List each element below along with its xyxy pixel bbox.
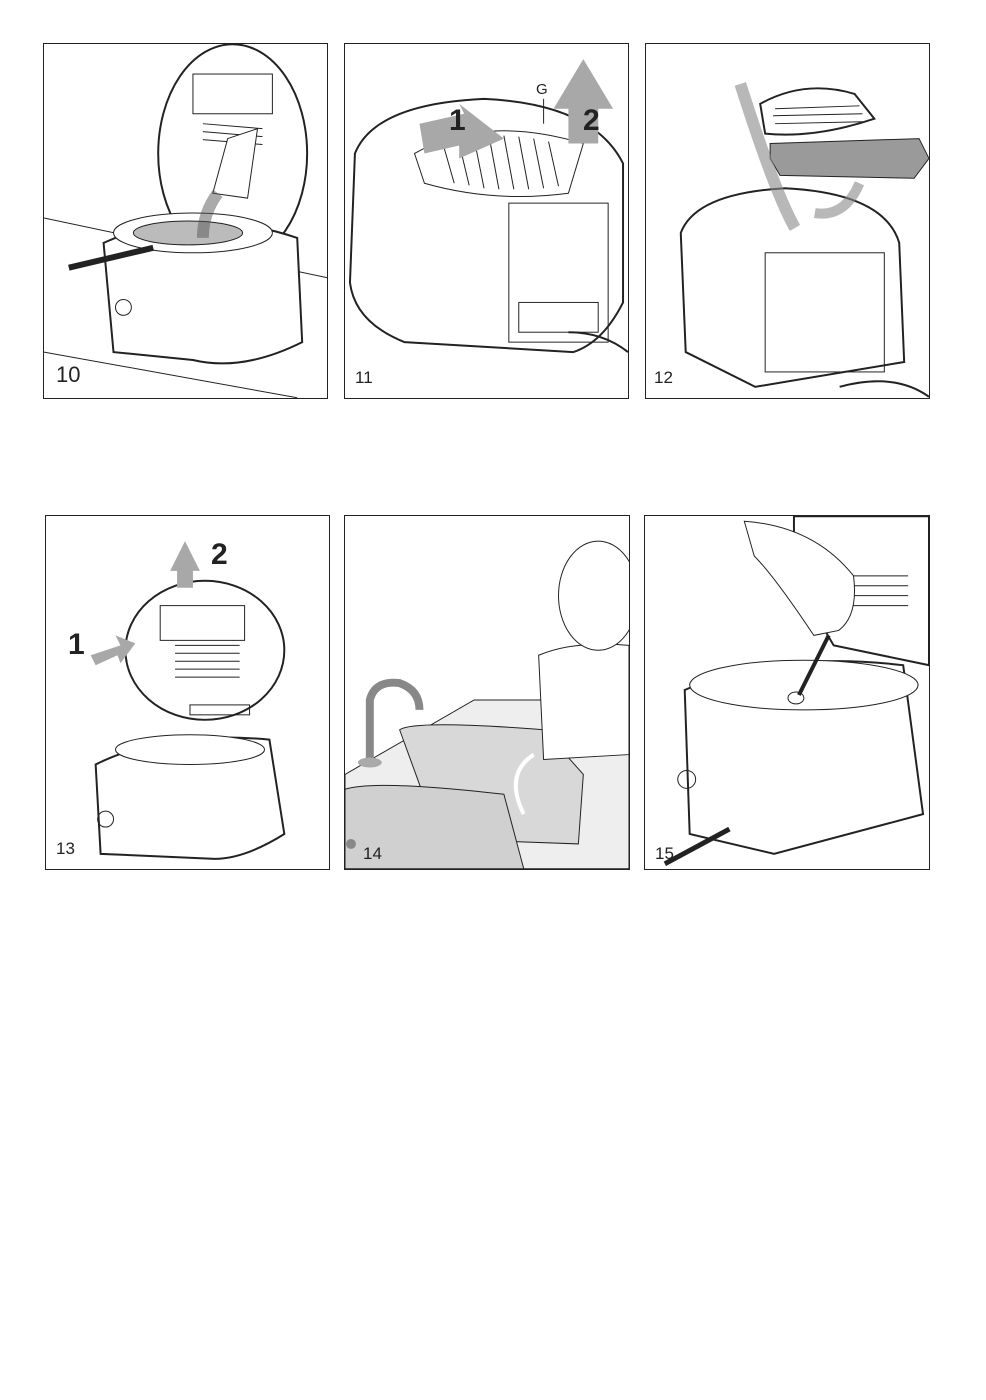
sink-drain-illustration (345, 540, 629, 869)
figure-number: 13 (56, 839, 75, 858)
step-2-label: 2 (211, 538, 228, 571)
figure-number: 15 (655, 844, 674, 863)
fryer-filter-illustration (679, 82, 929, 398)
figure-14-drain-in-sink: 14 (344, 515, 630, 870)
fryer-pour-illustration (44, 44, 327, 398)
fryer-cleaning-illustration (663, 516, 929, 866)
figure-number: 11 (355, 368, 373, 387)
figure-number: 10 (56, 362, 81, 387)
step-1-label: 1 (68, 628, 85, 661)
figure-12-replace-filter: 12 (645, 43, 930, 399)
figure-number: 14 (363, 844, 382, 863)
figure-11-remove-filter-cover: G 1 2 11 (344, 43, 629, 399)
figure-15-clean-with-brush: 15 (644, 515, 930, 870)
part-label-g: G (536, 81, 548, 98)
fryer-lid-illustration (348, 59, 628, 354)
fryer-lid-removed-illustration (90, 541, 286, 860)
figure-number: 12 (654, 368, 673, 387)
figure-13-remove-lid: 1 2 13 (45, 515, 330, 870)
step-1-label: 1 (449, 104, 466, 137)
figure-10-pouring-oil: 10 (43, 43, 328, 399)
step-2-label: 2 (583, 104, 600, 137)
